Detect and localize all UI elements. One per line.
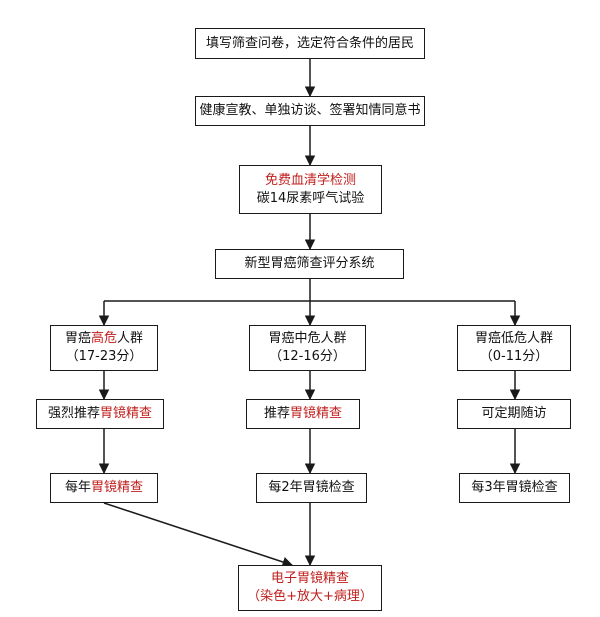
node-text-line: 可定期随访	[481, 405, 546, 423]
highlighted-text: （染色+放大+病理）	[247, 589, 373, 604]
node-text-line: 填写筛查问卷，选定符合条件的居民	[206, 35, 414, 53]
node-text-line: 每3年胃镜检查	[471, 479, 557, 497]
node-high-risk: 胃癌高危人群（17-23分）	[50, 325, 158, 371]
node-text-line: 健康宣教、单独访谈、签署知情同意书	[199, 102, 420, 120]
highlighted-text: 胃镜精查	[91, 480, 144, 495]
node-text: 健康宣教、单独访谈、签署知情同意书	[199, 103, 421, 118]
highlighted-text: 高危	[90, 331, 117, 346]
node-followup: 可定期随访	[457, 399, 571, 429]
node-text-line: 胃癌低危人群	[475, 330, 553, 348]
node-text-line: （0-11分）	[480, 348, 549, 366]
node-text-line: 碳14尿素呼气试验	[257, 190, 365, 208]
node-text-line: 强烈推荐胃镜精查	[48, 405, 152, 423]
node-text: 强烈推荐	[47, 406, 100, 421]
node-text-line: 每年胃镜精查	[65, 479, 143, 497]
node-text: 胃癌低危人群	[474, 331, 553, 346]
node-every2y: 每2年胃镜检查	[256, 473, 367, 503]
node-screening-test: 免费血清学检测碳14尿素呼气试验	[239, 165, 382, 214]
node-scoring-system: 新型胃癌筛查评分系统	[215, 249, 404, 279]
node-text: 每年	[64, 480, 91, 495]
node-text: 填写筛查问卷，选定符合条件的居民	[205, 35, 414, 51]
node-text-line: （17-23分）	[66, 348, 143, 366]
node-text: （0-11分）	[479, 349, 549, 364]
node-text-line: 胃癌高危人群	[65, 330, 143, 348]
node-text-line: 电子胃镜精查	[271, 570, 349, 588]
node-text: 胃癌	[64, 331, 91, 346]
node-text-line: 推荐胃镜精查	[264, 405, 342, 423]
node-text: 每2年胃镜检查	[268, 480, 355, 495]
node-every3y: 每3年胃镜检查	[459, 473, 570, 503]
node-recommend: 推荐胃镜精查	[246, 399, 360, 429]
highlighted-text: 胃镜精查	[100, 406, 153, 421]
node-text: 推荐	[263, 406, 290, 421]
arrow-yearly-to-electronic	[103, 502, 293, 568]
highlighted-text: 免费血清学检测	[264, 172, 356, 188]
node-low-risk: 胃癌低危人群 （0-11分）	[457, 325, 571, 371]
node-text-line: 免费血清学检测	[265, 172, 356, 190]
node-text: （12-16分）	[269, 349, 346, 364]
node-text-line: 胃癌中危人群	[268, 330, 346, 348]
node-text: 碳14尿素呼气试验	[256, 190, 365, 206]
node-text-line: 每2年胃镜检查	[268, 479, 354, 497]
node-text: 人群	[117, 331, 144, 346]
node-text: 每3年胃镜检查	[471, 480, 558, 495]
node-text-line: （12-16分）	[269, 348, 346, 366]
node-text: 可定期随访	[481, 406, 547, 421]
node-electronic-endoscopy: 电子胃镜精查 （染色+放大+病理）	[238, 565, 382, 611]
node-text: （17-23分）	[65, 349, 143, 364]
node-text-line: （染色+放大+病理）	[247, 588, 373, 606]
node-medium-risk: 胃癌中危人群 （12-16分）	[249, 325, 366, 371]
node-text: 胃癌中危人群	[268, 331, 347, 346]
node-strongly-recommend: 强烈推荐胃镜精查	[36, 399, 164, 429]
highlighted-text: 胃镜精查	[290, 406, 343, 421]
node-education: 健康宣教、单独访谈、签署知情同意书	[195, 96, 425, 126]
node-text: 新型胃癌筛查评分系统	[244, 256, 375, 271]
highlighted-text: 电子胃镜精查	[270, 571, 349, 586]
node-yearly: 每年胃镜精查	[50, 473, 158, 503]
node-text-line: 新型胃癌筛查评分系统	[244, 255, 374, 273]
node-questionnaire: 填写筛查问卷，选定符合条件的居民	[195, 28, 425, 59]
